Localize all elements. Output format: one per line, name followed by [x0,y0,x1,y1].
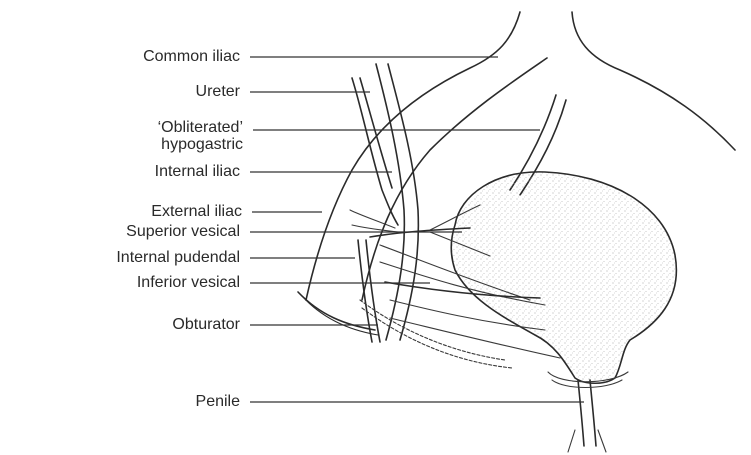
bladder [451,172,676,383]
label-obliterated: ‘Obliterated’ [40,119,243,136]
label-penile: Penile [40,393,240,410]
penile-artery [578,380,584,446]
label-common-iliac: Common iliac [40,48,240,65]
label-internal-pudendal: Internal pudendal [0,249,240,266]
label-ureter: Ureter [40,83,240,100]
label-inferior-vesical: Inferior vesical [20,274,240,291]
ureter [376,64,404,340]
internal-iliac [352,78,398,225]
label-superior-vesical: Superior vesical [30,223,240,240]
obturator-artery [298,292,375,330]
label-external-iliac: External iliac [40,203,242,220]
label-obturator: Obturator [40,316,240,333]
label-hypogastric: hypogastric [40,136,243,153]
common-iliac-outline-right [572,12,735,150]
label-internal-iliac: Internal iliac [40,163,240,180]
